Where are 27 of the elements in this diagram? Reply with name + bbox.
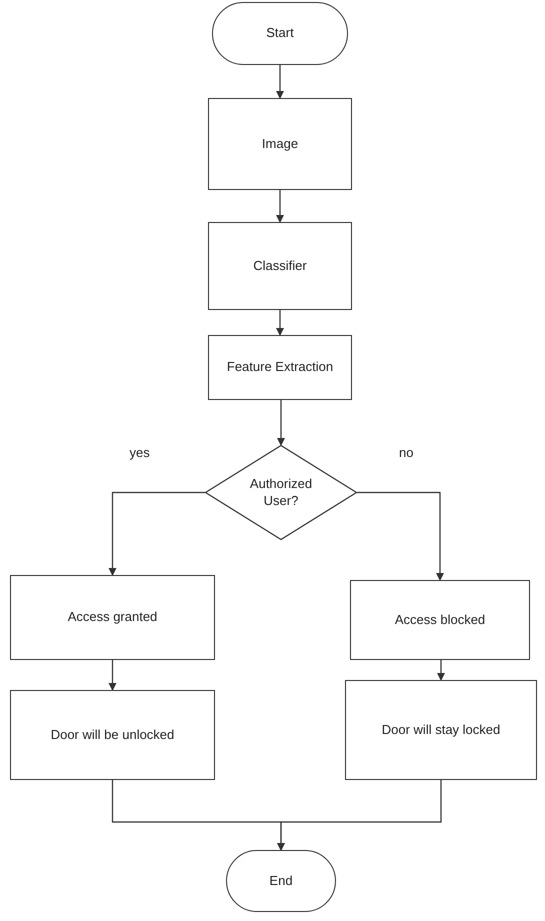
process-box xyxy=(208,98,352,190)
process-box xyxy=(10,690,215,780)
node-text: Image xyxy=(262,136,298,152)
node-text: Classifier xyxy=(253,258,307,274)
arrow xyxy=(276,65,284,99)
process-box xyxy=(345,680,537,780)
node-text: Access blocked xyxy=(394,612,486,628)
arrow xyxy=(108,492,205,576)
arrow xyxy=(357,492,444,581)
decision-diamond xyxy=(205,445,357,540)
node-text: Start xyxy=(266,25,294,42)
arrow xyxy=(277,780,442,851)
arrow xyxy=(437,660,445,681)
node-text: Access granted xyxy=(68,609,158,626)
node-text: Feature Extraction xyxy=(226,359,334,376)
arrow xyxy=(108,660,116,691)
node-text: Authorized User? xyxy=(248,476,314,509)
process-box xyxy=(208,335,352,400)
node-text: Door will be unlocked xyxy=(50,726,174,744)
node-text: End xyxy=(269,872,293,890)
process-box xyxy=(208,222,352,310)
process-box xyxy=(10,575,215,660)
arrow xyxy=(277,400,285,446)
process-box xyxy=(350,580,530,660)
arrow xyxy=(276,310,284,336)
arrow xyxy=(276,190,284,223)
node-text: Door will stay locked xyxy=(382,722,500,738)
